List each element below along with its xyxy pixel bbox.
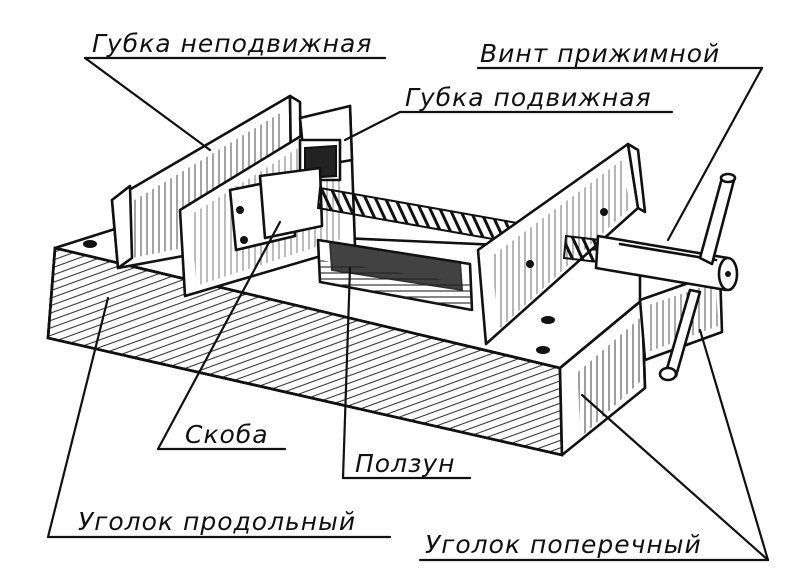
mounting-hole xyxy=(541,316,555,324)
leader-transverse-angle-arrow-a xyxy=(580,393,770,562)
leader-bracket-arrow xyxy=(156,220,282,451)
jaw-bolt-hole-right xyxy=(600,208,608,216)
mounting-holes xyxy=(83,240,555,354)
jaw-bolt-hole-left xyxy=(526,260,534,268)
bracket-bolt-hole-bottom xyxy=(240,236,248,244)
leader-fixed-jaw-arrow xyxy=(83,56,212,152)
label-clamp-screw: Винт прижимной xyxy=(480,39,720,68)
movable-jaw xyxy=(476,142,647,346)
longitudinal-angle xyxy=(46,246,564,457)
transverse-angle xyxy=(558,270,724,457)
label-bracket: Скоба xyxy=(185,420,269,449)
clamp-screw xyxy=(562,172,739,382)
bracket xyxy=(178,104,357,298)
mounting-hole xyxy=(536,346,550,354)
label-movable-jaw: Губка подвижная xyxy=(405,83,652,112)
bracket-bolt-hole-top xyxy=(236,206,244,214)
leader-transverse-angle-arrow-b xyxy=(698,328,770,562)
leader-movable-jaw-arrow xyxy=(343,110,402,142)
label-transverse-angle: Уголок поперечный xyxy=(425,530,702,559)
leader-longitudinal-angle-arrow xyxy=(46,296,110,539)
leader-lines xyxy=(46,56,770,562)
label-longitudinal-angle: Уголок продольный xyxy=(78,507,356,536)
slider xyxy=(316,238,474,312)
label-fixed-jaw: Губка неподвижная xyxy=(92,29,372,58)
leader-clamp-screw-arrow xyxy=(666,66,764,242)
labels: Губка неподвижная Винт прижимной Губка п… xyxy=(78,29,720,559)
leader-slider-arrow xyxy=(341,266,352,480)
label-slider: Ползун xyxy=(355,449,456,478)
mounting-hole xyxy=(83,240,97,248)
